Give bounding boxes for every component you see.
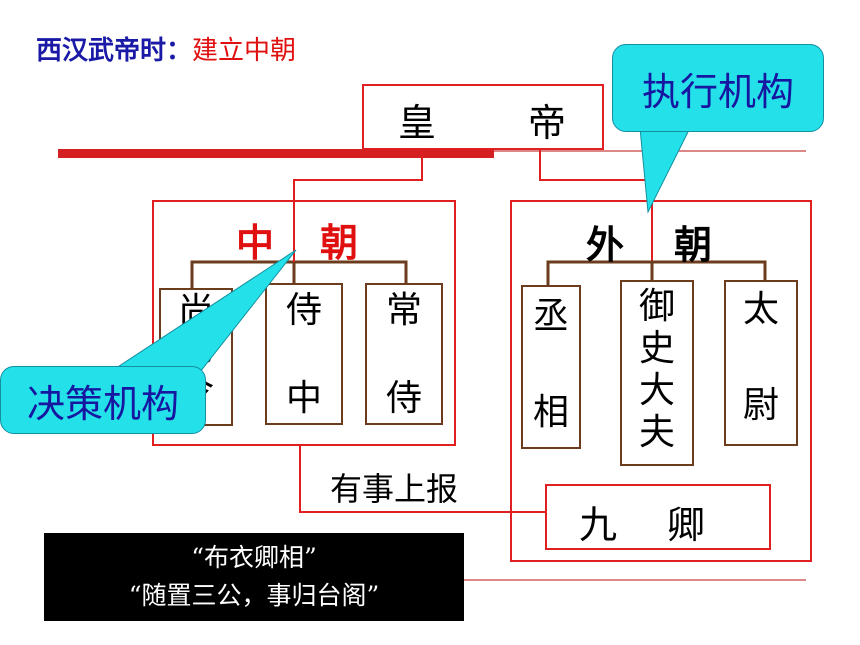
member-changshi: 常 侍 xyxy=(365,283,443,425)
inner-court-left-char: 中 xyxy=(236,221,275,265)
inner-court-right-char: 朝 xyxy=(320,221,359,265)
member-char: 侍 xyxy=(285,290,322,331)
member-char: 相 xyxy=(532,392,569,433)
member-yushidafu: 御 史 大 夫 xyxy=(620,280,694,466)
inner-court-heading: 中 朝 xyxy=(214,208,384,265)
callout-execution: 执行机构 xyxy=(612,44,824,132)
emperor-right-char: 帝 xyxy=(528,101,567,145)
member-char: 夫 xyxy=(638,412,675,453)
title-lead: 西汉武帝时： xyxy=(36,36,193,66)
nine-ministers-box: 九 卿 xyxy=(545,484,771,550)
nine-ministers-right-char: 卿 xyxy=(667,503,706,547)
quote-line-1: “布衣卿相” xyxy=(191,543,317,572)
emperor-left-char: 皇 xyxy=(398,101,437,145)
member-char: 史 xyxy=(638,328,675,369)
member-char: 侍 xyxy=(385,378,422,419)
member-char: 中 xyxy=(285,378,322,419)
member-taiwei: 太 尉 xyxy=(724,280,798,446)
line-emperor-outer xyxy=(539,146,653,262)
member-chengxiang: 丞 相 xyxy=(521,285,581,449)
member-char: 太 xyxy=(742,289,779,330)
member-char: 丞 xyxy=(532,296,569,337)
report-label: 有事上报 xyxy=(330,470,459,508)
page-title: 西汉武帝时：建立中朝 xyxy=(36,30,296,67)
outer-court-right-char: 朝 xyxy=(674,223,713,267)
nine-ministers-left-char: 九 xyxy=(579,503,618,547)
outer-court-left-char: 外 xyxy=(586,223,625,267)
inner-court-box xyxy=(152,200,456,446)
emperor-box: 皇 帝 xyxy=(362,84,604,150)
member-char: 常 xyxy=(385,290,422,331)
header-bar xyxy=(58,149,494,158)
member-char: 尉 xyxy=(742,385,779,426)
line-report xyxy=(299,444,546,513)
outer-court-box xyxy=(510,200,812,562)
callout-decision: 决策机构 xyxy=(0,366,206,434)
member-char: 大 xyxy=(638,370,675,411)
quote-line-2: “随置三公，事归台阁” xyxy=(128,581,380,610)
inner-bracket xyxy=(190,260,408,290)
outer-court-heading: 外 朝 xyxy=(578,210,728,267)
quote-box: “布衣卿相” “随置三公，事归台阁” xyxy=(44,533,464,621)
member-char: 御 xyxy=(638,286,675,327)
outer-bracket xyxy=(546,260,767,290)
title-sub: 建立中朝 xyxy=(192,36,297,66)
member-shizhong: 侍 中 xyxy=(265,283,343,425)
